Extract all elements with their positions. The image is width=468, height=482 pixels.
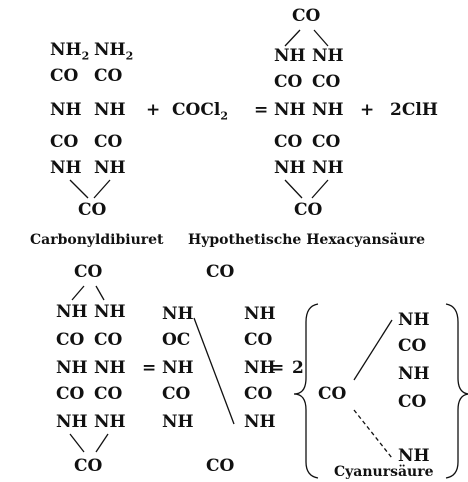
carbonyl-row-3-left: CO bbox=[50, 132, 79, 152]
bond-line bbox=[284, 29, 301, 47]
label-hexacyansaeure: Hypothetische Hexacyansäure bbox=[188, 232, 426, 248]
hexa-row-4-left: NH bbox=[274, 158, 306, 178]
hexa-row-2-left: NH bbox=[274, 100, 306, 120]
bond-line bbox=[69, 179, 89, 199]
bond-line bbox=[284, 179, 303, 199]
split-right-2: NH bbox=[244, 358, 276, 378]
carbonyl-row-3-right: CO bbox=[94, 132, 123, 152]
equals-sign-2: = bbox=[142, 358, 157, 378]
carbonyl-row-0-right: NH2 bbox=[94, 40, 134, 63]
hexa-row-0-right: NH bbox=[312, 46, 344, 66]
carbonyl-row-4-right: NH bbox=[94, 158, 126, 178]
carbonyl-row-1-right: CO bbox=[94, 66, 123, 86]
label-cyanursaeure: Cyanursäure bbox=[334, 464, 434, 480]
ring-row-1-left: CO bbox=[56, 330, 85, 350]
cyanuric-row-2: NH bbox=[398, 364, 430, 384]
label-carbonyldibiuret: Carbonyldibiuret bbox=[30, 232, 164, 248]
cyanuric-co: CO bbox=[318, 384, 347, 404]
hexa-row-0-left: NH bbox=[274, 46, 306, 66]
split-bottom-co: CO bbox=[206, 456, 235, 476]
split-left-0: NH bbox=[162, 304, 194, 324]
ring-row-4-left: NH bbox=[56, 412, 88, 432]
bond-line bbox=[69, 433, 85, 453]
plus-sign-1: + bbox=[146, 100, 161, 120]
split-left-4: NH bbox=[162, 412, 194, 432]
phosgene: COCl2 bbox=[172, 100, 228, 123]
bond-line bbox=[95, 285, 105, 301]
cyanuric-row-0: NH bbox=[398, 310, 430, 330]
hexa-top-co: CO bbox=[292, 6, 321, 26]
bond-line bbox=[93, 179, 111, 199]
split-left-2: NH bbox=[162, 358, 194, 378]
ring-row-3-right: CO bbox=[94, 384, 123, 404]
ring-row-0-right: NH bbox=[94, 302, 126, 322]
ring-row-4-right: NH bbox=[94, 412, 126, 432]
hexa-row-2-right: NH bbox=[312, 100, 344, 120]
bond-line bbox=[193, 317, 235, 425]
split-right-0: NH bbox=[244, 304, 276, 324]
carbonyl-row-4-left: NH bbox=[50, 158, 82, 178]
ring-row-1-right: CO bbox=[94, 330, 123, 350]
carbonyl-bottom-co: CO bbox=[78, 200, 107, 220]
equals-sign-3: = bbox=[270, 358, 285, 378]
hexa-row-1-left: CO bbox=[274, 72, 303, 92]
split-top-co: CO bbox=[206, 262, 235, 282]
bond-line bbox=[353, 319, 393, 381]
hydrogen-chloride: 2ClH bbox=[390, 100, 438, 120]
ring-row-0-left: NH bbox=[56, 302, 88, 322]
bond-line bbox=[353, 409, 393, 459]
ring-bottom-co: CO bbox=[74, 456, 103, 476]
bond-line bbox=[71, 285, 85, 301]
hexa-bottom-co: CO bbox=[294, 200, 323, 220]
hexa-row-1-right: CO bbox=[312, 72, 341, 92]
cyanuric-row-1: CO bbox=[398, 336, 427, 356]
carbonyl-row-2-right: NH bbox=[94, 100, 126, 120]
cyanuric-row-4: NH bbox=[398, 446, 430, 466]
left-brace bbox=[293, 303, 319, 479]
ring-row-2-right: NH bbox=[94, 358, 126, 378]
hexa-row-3-right: CO bbox=[312, 132, 341, 152]
hexa-row-4-right: NH bbox=[312, 158, 344, 178]
bond-line bbox=[95, 433, 109, 453]
equals-sign-1: = bbox=[254, 100, 269, 120]
ring-row-3-left: CO bbox=[56, 384, 85, 404]
hexa-row-3-left: CO bbox=[274, 132, 303, 152]
coefficient-2: 2 bbox=[292, 358, 304, 378]
split-left-3: CO bbox=[162, 384, 191, 404]
split-left-1: OC bbox=[162, 330, 191, 350]
ring-row-2-left: NH bbox=[56, 358, 88, 378]
bond-line bbox=[313, 29, 329, 47]
carbonyl-row-0-left: NH2 bbox=[50, 40, 90, 63]
split-right-1: CO bbox=[244, 330, 273, 350]
carbonyl-row-1-left: CO bbox=[50, 66, 79, 86]
cyanuric-row-3: CO bbox=[398, 392, 427, 412]
split-right-3: CO bbox=[244, 384, 273, 404]
ring-top-co: CO bbox=[74, 262, 103, 282]
plus-sign-2: + bbox=[360, 100, 375, 120]
bond-line bbox=[311, 179, 329, 199]
right-brace bbox=[445, 303, 468, 479]
carbonyl-row-2-left: NH bbox=[50, 100, 82, 120]
split-right-4: NH bbox=[244, 412, 276, 432]
